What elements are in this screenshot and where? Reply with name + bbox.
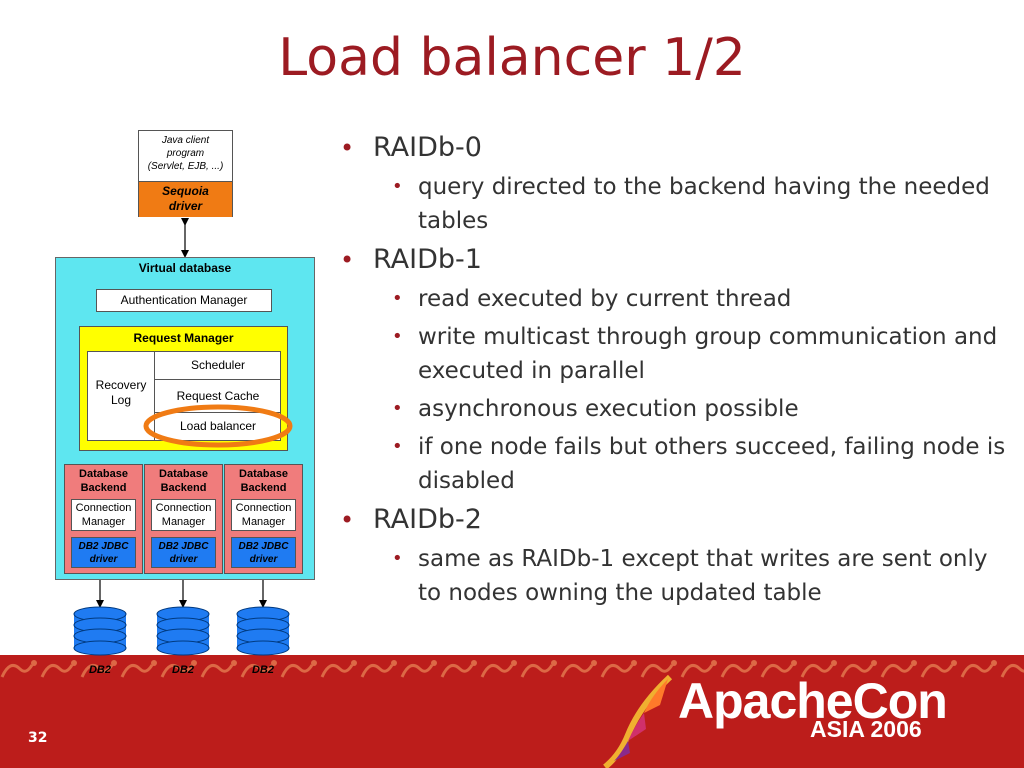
sub-bullet: read executed by current thread bbox=[338, 282, 1008, 316]
database-backend-1: Database Backend Connection Manager DB2 … bbox=[64, 464, 143, 574]
connection-manager-box: Connection Manager bbox=[71, 499, 136, 531]
jdbc-driver-box: DB2 JDBC driver bbox=[231, 537, 296, 568]
db2-label: DB2 bbox=[88, 664, 111, 676]
sub-bullet: asynchronous execution possible bbox=[338, 392, 1008, 426]
java-client-box: Java client program (Servlet, EJB, ...) … bbox=[138, 130, 233, 217]
bullet-raidb0: RAIDb-0 bbox=[338, 130, 1008, 166]
db2-label: DB2 bbox=[251, 664, 274, 676]
authentication-manager-box: Authentication Manager bbox=[96, 289, 272, 312]
page-number: 32 bbox=[28, 730, 48, 746]
band-pattern-icon bbox=[0, 655, 1024, 683]
connection-manager-box: Connection Manager bbox=[231, 499, 296, 531]
request-manager-label: Request Manager bbox=[133, 331, 234, 345]
virtual-database-box: Virtual database Authentication Manager … bbox=[55, 257, 315, 580]
request-cache-box: Request Cache bbox=[176, 389, 260, 403]
db-cylinder-icon bbox=[73, 606, 127, 656]
backend-label: Database Backend bbox=[79, 468, 128, 494]
footer-band bbox=[0, 655, 1024, 768]
backend-label: Database Backend bbox=[239, 468, 288, 494]
db-cylinder-icon bbox=[156, 606, 210, 656]
sub-bullet: same as RAIDb-1 except that writes are s… bbox=[338, 542, 1008, 610]
virtual-database-label: Virtual database bbox=[138, 261, 232, 275]
sub-bullet: query directed to the backend having the… bbox=[338, 170, 1008, 238]
scheduler-box: Scheduler bbox=[155, 352, 281, 380]
load-balancer-box: Load balancer bbox=[155, 412, 281, 440]
bullet-raidb1: RAIDb-1 bbox=[338, 242, 1008, 278]
request-manager-inner: Recovery Log Scheduler Request Cache Loa… bbox=[87, 351, 281, 441]
backend-label: Database Backend bbox=[159, 468, 208, 494]
sequoia-driver-box: Sequoia driver bbox=[139, 181, 232, 217]
diagram-connectors bbox=[73, 218, 290, 656]
apachecon-logo-text: ApacheCon bbox=[678, 673, 948, 729]
feather-icon bbox=[603, 675, 673, 768]
recovery-log-box: Recovery Log bbox=[88, 352, 155, 440]
sub-bullet: if one node fails but others succeed, fa… bbox=[338, 430, 1008, 498]
database-backend-3: Database Backend Connection Manager DB2 … bbox=[224, 464, 303, 574]
database-backend-2: Database Backend Connection Manager DB2 … bbox=[144, 464, 223, 574]
db2-label: DB2 bbox=[171, 664, 194, 676]
request-manager-box: Request Manager Recovery Log Scheduler R… bbox=[79, 326, 288, 451]
jdbc-driver-box: DB2 JDBC driver bbox=[151, 537, 216, 568]
jdbc-driver-box: DB2 JDBC driver bbox=[71, 537, 136, 568]
db-cylinder-icon bbox=[236, 606, 290, 656]
bullet-list: RAIDb-0 query directed to the backend ha… bbox=[338, 128, 1008, 614]
slide-title: Load balancer 1/2 bbox=[278, 28, 746, 88]
sub-bullet: write multicast through group communicat… bbox=[338, 320, 1008, 388]
connection-manager-box: Connection Manager bbox=[151, 499, 216, 531]
java-client-label: Java client program (Servlet, EJB, ...) bbox=[147, 135, 224, 172]
apachecon-sub-text: ASIA 2006 bbox=[810, 716, 922, 742]
highlight-ring-icon bbox=[143, 404, 293, 448]
bullet-raidb2: RAIDb-2 bbox=[338, 502, 1008, 538]
